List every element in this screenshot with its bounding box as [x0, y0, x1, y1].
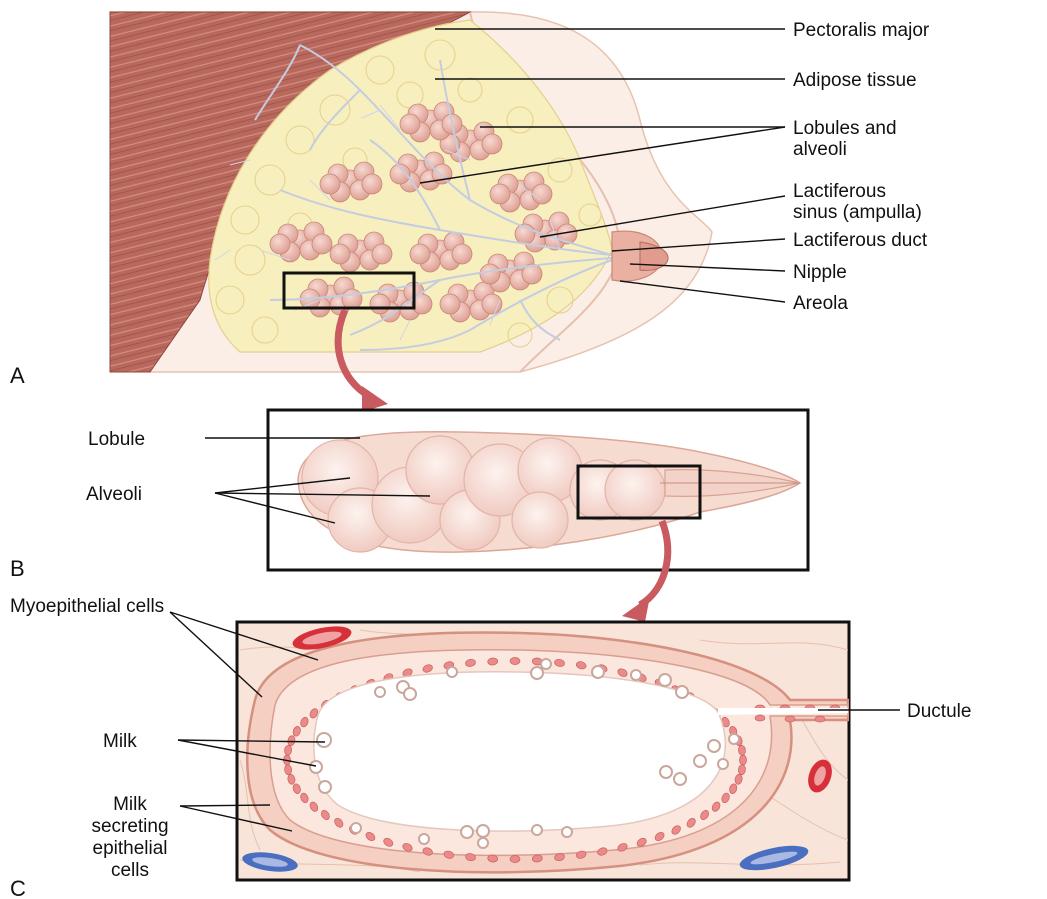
alveolus-blob	[440, 294, 460, 314]
alveolus-blob	[400, 114, 420, 134]
alveolus-blob	[482, 134, 502, 154]
ductule-cell-nucleus	[785, 716, 795, 722]
cell-nucleus	[510, 856, 520, 863]
alveolus-blob	[342, 289, 362, 309]
panel-a-illustration	[110, 12, 712, 372]
label-lobule: Lobule	[88, 429, 145, 450]
alveolus-blob	[482, 294, 502, 314]
label-lobules-line2: alveoli	[793, 139, 847, 160]
label-milk: Milk	[103, 731, 137, 752]
alveolus-blob	[270, 234, 290, 254]
label-secreting-line2: secreting	[91, 816, 168, 837]
label-sinus-line2: sinus (ampulla)	[793, 202, 922, 223]
alveolus-blob	[362, 174, 382, 194]
label-secreting-line3: epithelial	[93, 838, 168, 859]
panel-letter-a: A	[10, 363, 25, 388]
panel-letter-b: B	[10, 556, 25, 581]
label-lobules-line1: Lobules and	[793, 118, 897, 139]
label-secreting-line1: Milk	[113, 794, 147, 815]
ductule-cell-nucleus	[815, 716, 825, 722]
label-adipose-tissue: Adipose tissue	[793, 70, 917, 91]
label-pectoralis-major: Pectoralis major	[793, 20, 930, 41]
alveolus-blob	[490, 184, 510, 204]
alveolus-blob	[532, 184, 552, 204]
cell-nucleus	[740, 755, 747, 765]
label-sinus-line1: Lactiferous	[793, 181, 886, 202]
alveolus-blob	[330, 244, 350, 264]
ductule-cell-nucleus	[755, 715, 765, 721]
alveolus-blob	[370, 294, 390, 314]
cell-nucleus	[510, 658, 520, 665]
label-ductule: Ductule	[907, 701, 971, 722]
label-nipple: Nipple	[793, 262, 847, 283]
label-lactiferous-duct: Lactiferous duct	[793, 230, 928, 251]
alveolus-blob	[372, 244, 392, 264]
alveolus-blob	[320, 174, 340, 194]
label-secreting-line4: cells	[111, 860, 149, 881]
alveolus-blob	[410, 244, 430, 264]
label-areola: Areola	[793, 293, 848, 314]
label-myoepithelial-cells: Myoepithelial cells	[10, 596, 164, 617]
panel-letter-c: C	[10, 876, 26, 899]
alveolus-blob	[312, 234, 332, 254]
alveolus-blob	[480, 264, 500, 284]
alveolus-blob	[452, 244, 472, 264]
label-alveoli: Alveoli	[86, 484, 142, 505]
